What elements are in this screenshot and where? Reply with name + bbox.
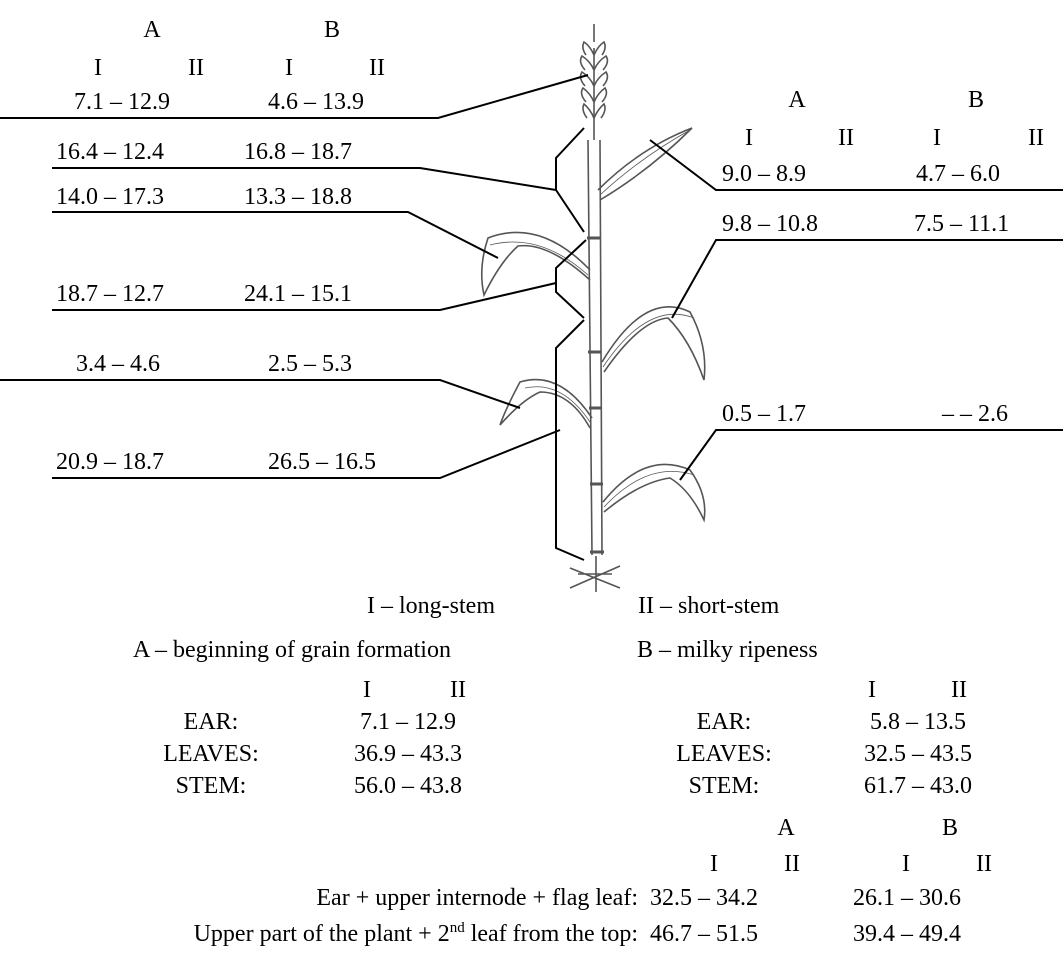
- right-label-third-leaf-b: 7.5 – 11.1: [914, 211, 1010, 237]
- combined-b-ii: II: [976, 851, 992, 877]
- ear: [579, 24, 609, 140]
- totals-a-leaves-label: LEAVES:: [163, 741, 259, 767]
- right-label-third-leaf-a: 9.8 – 10.8: [722, 211, 818, 237]
- combined-stage-b: B: [941, 815, 959, 841]
- combined-row-1-b: 26.1 – 30.6: [853, 885, 961, 911]
- right-label-fifth-leaf-a: 0.5 – 1.7: [722, 401, 806, 427]
- leader-line-second-leaf: [52, 211, 499, 259]
- combined-stage-a: A: [777, 815, 795, 841]
- bracket-second-internode: [555, 239, 587, 319]
- left-header-b-ii: II: [369, 55, 385, 81]
- left-label-upper-internode-a: 16.4 – 12.4: [56, 139, 164, 165]
- left-header-a-i: I: [94, 55, 102, 81]
- stem-nodes: [587, 236, 604, 554]
- totals-a-leaves-value: 36.9 – 43.3: [354, 741, 462, 767]
- right-header-a-i: I: [745, 125, 753, 151]
- right-header-a-ii: II: [838, 125, 854, 151]
- left-label-ear-a: 7.1 – 12.9: [74, 89, 170, 115]
- combined-row-2-b: 39.4 – 49.4: [853, 921, 961, 947]
- combined-a-ii: II: [784, 851, 800, 877]
- right-label-fifth-leaf-b: – – 2.6: [942, 401, 1008, 427]
- totals-b-leaves-value: 32.5 – 43.5: [864, 741, 972, 767]
- bracket-lower-stem: [555, 319, 585, 561]
- legend-long-stem: I – long-stem: [367, 593, 495, 619]
- right-header-b-i: I: [933, 125, 941, 151]
- flag-leaf: [597, 127, 693, 201]
- left-header-stage-b: B: [323, 17, 341, 43]
- totals-a-col-ii: II: [450, 677, 466, 703]
- right-label-flag-leaf-a: 9.0 – 8.9: [722, 161, 806, 187]
- leader-line-lower-stem: [52, 429, 561, 479]
- left-header-stage-a: A: [143, 17, 161, 43]
- combined-row-1-a: 32.5 – 34.2: [650, 885, 758, 911]
- totals-a-ear-value: 7.1 – 12.9: [360, 709, 456, 735]
- totals-a-stem-label: STEM:: [175, 773, 247, 799]
- leader-line-ear: [0, 74, 589, 119]
- bracket-upper-internode: [555, 127, 585, 233]
- leader-line-fourth-leaf: [0, 379, 521, 409]
- left-label-second-internode-b: 24.1 – 15.1: [244, 281, 352, 307]
- leader-line-fifth-leaf: [679, 429, 1063, 481]
- totals-b-stem-label: STEM:: [688, 773, 760, 799]
- legend-short-stem: II – short-stem: [638, 593, 780, 619]
- combined-row-2-a: 46.7 – 51.5: [650, 921, 758, 947]
- left-label-lower-stem-a: 20.9 – 18.7: [56, 449, 164, 475]
- totals-b-ear-value: 5.8 – 13.5: [870, 709, 966, 735]
- totals-b-leaves-label: LEAVES:: [676, 741, 772, 767]
- legend-stage-a: A – beginning of grain formation: [133, 637, 451, 663]
- leader-lines: [0, 74, 1063, 561]
- combined-row-1-label: Ear + upper internode + flag leaf:: [316, 885, 638, 911]
- right-header-stage-a: A: [788, 87, 806, 113]
- fifth-leaf: [602, 463, 706, 523]
- legend-stage-b: B – milky ripeness: [637, 637, 818, 663]
- combined-b-i: I: [902, 851, 910, 877]
- right-header-stage-b: B: [967, 87, 985, 113]
- totals-a-ear-label: EAR:: [183, 709, 239, 735]
- stem: [587, 139, 603, 556]
- totals-b-col-ii: II: [951, 677, 967, 703]
- totals-b-ear-label: EAR:: [696, 709, 752, 735]
- totals-b-col-i: I: [868, 677, 876, 703]
- left-header-a-ii: II: [188, 55, 204, 81]
- left-label-second-leaf-a: 14.0 – 17.3: [56, 184, 164, 210]
- wheat-plant: [480, 24, 706, 592]
- roots: [569, 556, 621, 592]
- third-leaf: [601, 306, 706, 381]
- combined-a-i: I: [710, 851, 718, 877]
- left-label-lower-stem-b: 26.5 – 16.5: [268, 449, 376, 475]
- left-label-second-internode-a: 18.7 – 12.7: [56, 281, 164, 307]
- combined-row-2-label-suffix: leaf from the top:: [464, 921, 638, 947]
- totals-a-col-i: I: [363, 677, 371, 703]
- leader-line-flag-leaf: [649, 139, 1063, 191]
- combined-row-2-label-prefix: Upper part of the plant + 2: [193, 921, 450, 947]
- wheat-plant-drawing: [0, 24, 1063, 592]
- leader-line-second-internode: [52, 282, 557, 311]
- totals-a-stem-value: 56.0 – 43.8: [354, 773, 462, 799]
- leader-line-upper-internode: [52, 167, 557, 191]
- left-label-fourth-leaf-a: 3.4 – 4.6: [76, 351, 160, 377]
- fourth-leaf: [499, 378, 593, 429]
- right-header-b-ii: II: [1028, 125, 1044, 151]
- left-header-b-i: I: [285, 55, 293, 81]
- left-label-ear-b: 4.6 – 13.9: [268, 89, 364, 115]
- combined-row-2-label-sup: nd: [449, 920, 465, 936]
- totals-b-stem-value: 61.7 – 43.0: [864, 773, 972, 799]
- combined-row-2-label: Upper part of the plant + 2nd leaf from …: [194, 920, 638, 948]
- left-label-fourth-leaf-b: 2.5 – 5.3: [268, 351, 352, 377]
- right-label-flag-leaf-b: 4.7 – 6.0: [916, 161, 1000, 187]
- second-leaf: [480, 231, 591, 298]
- left-label-second-leaf-b: 13.3 – 18.8: [244, 184, 352, 210]
- leader-line-third-leaf: [671, 239, 1063, 319]
- left-label-upper-internode-b: 16.8 – 18.7: [244, 139, 352, 165]
